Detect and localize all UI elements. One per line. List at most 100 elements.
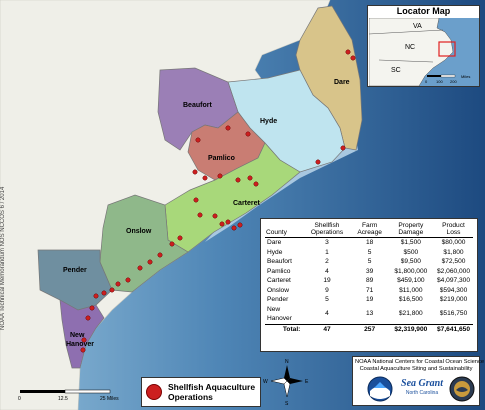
operation-marker[interactable] xyxy=(109,287,115,293)
operation-marker[interactable] xyxy=(245,131,251,137)
state-nc: NC xyxy=(405,44,415,51)
operation-marker[interactable] xyxy=(247,175,253,181)
compass-n: N xyxy=(285,359,289,365)
cell-acreage: 71 xyxy=(365,286,374,294)
operation-marker[interactable] xyxy=(253,181,259,187)
operation-marker[interactable] xyxy=(217,173,223,179)
cell-loss: $2,060,000 xyxy=(436,267,470,275)
county-label-dare: Dare xyxy=(334,79,350,86)
cell-county: Pender xyxy=(267,296,289,303)
state-sc: SC xyxy=(391,67,401,74)
cell-county: Onslow xyxy=(267,286,289,294)
cell-operations: 1 xyxy=(325,248,329,256)
county-label-onslow: Onslow xyxy=(126,228,152,235)
scale-tick-2: 25 Miles xyxy=(100,396,119,402)
side-caption: NOAA Technical Memorandum NOS NCCOS 6 / … xyxy=(0,186,6,330)
county-label-carteret: Carteret xyxy=(233,200,261,207)
legend-marker-icon xyxy=(146,384,162,400)
operation-marker[interactable] xyxy=(85,315,91,321)
operation-marker[interactable] xyxy=(345,49,351,55)
cell-loss: $4,097,300 xyxy=(436,277,470,284)
cell-damage: $1,500 xyxy=(400,239,421,246)
total-acreage: 257 xyxy=(351,323,388,334)
operation-marker[interactable] xyxy=(169,241,175,247)
operation-marker[interactable] xyxy=(231,225,237,231)
cell-damage: $459,100 xyxy=(397,277,425,284)
total-damage: $2,319,900 xyxy=(387,323,434,334)
impact-table-grid: County Shellfish Operations Farm Acreage… xyxy=(265,222,473,334)
cell-loss: $594,300 xyxy=(439,286,468,294)
operation-marker[interactable] xyxy=(315,159,321,165)
cell-loss: $219,000 xyxy=(439,296,468,303)
cell-operations: 4 xyxy=(325,310,329,318)
operation-marker[interactable] xyxy=(81,337,87,343)
operation-marker[interactable] xyxy=(93,293,99,299)
cell-county: Hyde xyxy=(267,248,283,256)
cell-county: New Hanover xyxy=(267,305,292,323)
cell-operations: 4 xyxy=(325,267,329,275)
locator-highlight xyxy=(438,41,456,57)
cell-operations: 9 xyxy=(325,286,329,294)
operation-marker[interactable] xyxy=(197,212,203,218)
operation-marker[interactable] xyxy=(101,290,107,296)
operation-marker[interactable] xyxy=(80,347,86,353)
operation-markers xyxy=(80,49,356,353)
cell-loss: $1,800 xyxy=(443,248,464,256)
cell-operations: 19 xyxy=(323,277,331,284)
cell-operations: 2 xyxy=(325,258,329,265)
total-operations: 47 xyxy=(302,323,352,334)
table-total-row: Total: 47 257 $2,319,900 $7,641,650 xyxy=(265,323,473,334)
cell-county: Dare xyxy=(267,239,282,246)
cell-acreage: 5 xyxy=(367,248,372,256)
county-label-new-hanover-line2: Hanover xyxy=(66,341,94,348)
operation-marker[interactable] xyxy=(192,169,198,175)
cell-acreage: 19 xyxy=(365,296,374,303)
locator-map: Locator Map VA NC SC 0 100 200 Miles xyxy=(367,5,480,87)
operation-marker[interactable] xyxy=(225,219,231,225)
operation-marker[interactable] xyxy=(235,177,241,183)
operation-marker[interactable] xyxy=(89,305,95,311)
scale-bar: 0 12.5 25 Miles xyxy=(18,389,119,402)
cell-loss: $72,500 xyxy=(441,258,466,265)
operation-marker[interactable] xyxy=(340,145,346,151)
impact-table: County Shellfish Operations Farm Acreage… xyxy=(260,218,478,352)
operation-marker[interactable] xyxy=(115,281,121,287)
operation-marker[interactable] xyxy=(157,252,163,258)
operation-marker[interactable] xyxy=(193,197,199,203)
compass-rose-icon: N E S W xyxy=(263,359,309,407)
sea-grant-logo-subtext: North Carolina xyxy=(405,390,439,396)
operation-marker[interactable] xyxy=(137,265,143,271)
sea-grant-logo: Sea Grant North Carolina xyxy=(399,378,445,402)
operation-marker[interactable] xyxy=(195,137,201,143)
operation-marker[interactable] xyxy=(125,277,131,283)
cell-acreage: 5 xyxy=(367,258,372,265)
col-header-loss: Product Loss xyxy=(434,222,473,238)
operation-marker[interactable] xyxy=(212,213,218,219)
cell-acreage: 18 xyxy=(365,239,374,246)
operation-marker[interactable] xyxy=(177,235,183,241)
credits-panel: NOAA National Centers for Coastal Ocean … xyxy=(352,356,484,406)
legend-label: Shellfish Aquaculture Operations xyxy=(168,382,256,402)
state-va: VA xyxy=(413,23,422,30)
cell-acreage: 13 xyxy=(365,310,374,318)
operation-marker[interactable] xyxy=(237,222,243,228)
operation-marker[interactable] xyxy=(350,55,356,61)
operation-marker[interactable] xyxy=(202,175,208,181)
county-onslow[interactable] xyxy=(99,194,189,293)
locator-map-graphic: VA NC SC 0 100 200 Miles xyxy=(369,18,479,86)
cell-operations: 3 xyxy=(325,239,329,246)
cell-county: Beaufort xyxy=(267,258,292,265)
operation-marker[interactable] xyxy=(147,259,153,265)
operation-marker[interactable] xyxy=(225,125,231,131)
nccos-seal-icon xyxy=(449,376,475,402)
operation-marker[interactable] xyxy=(219,221,225,227)
county-label-pender: Pender xyxy=(63,267,87,274)
